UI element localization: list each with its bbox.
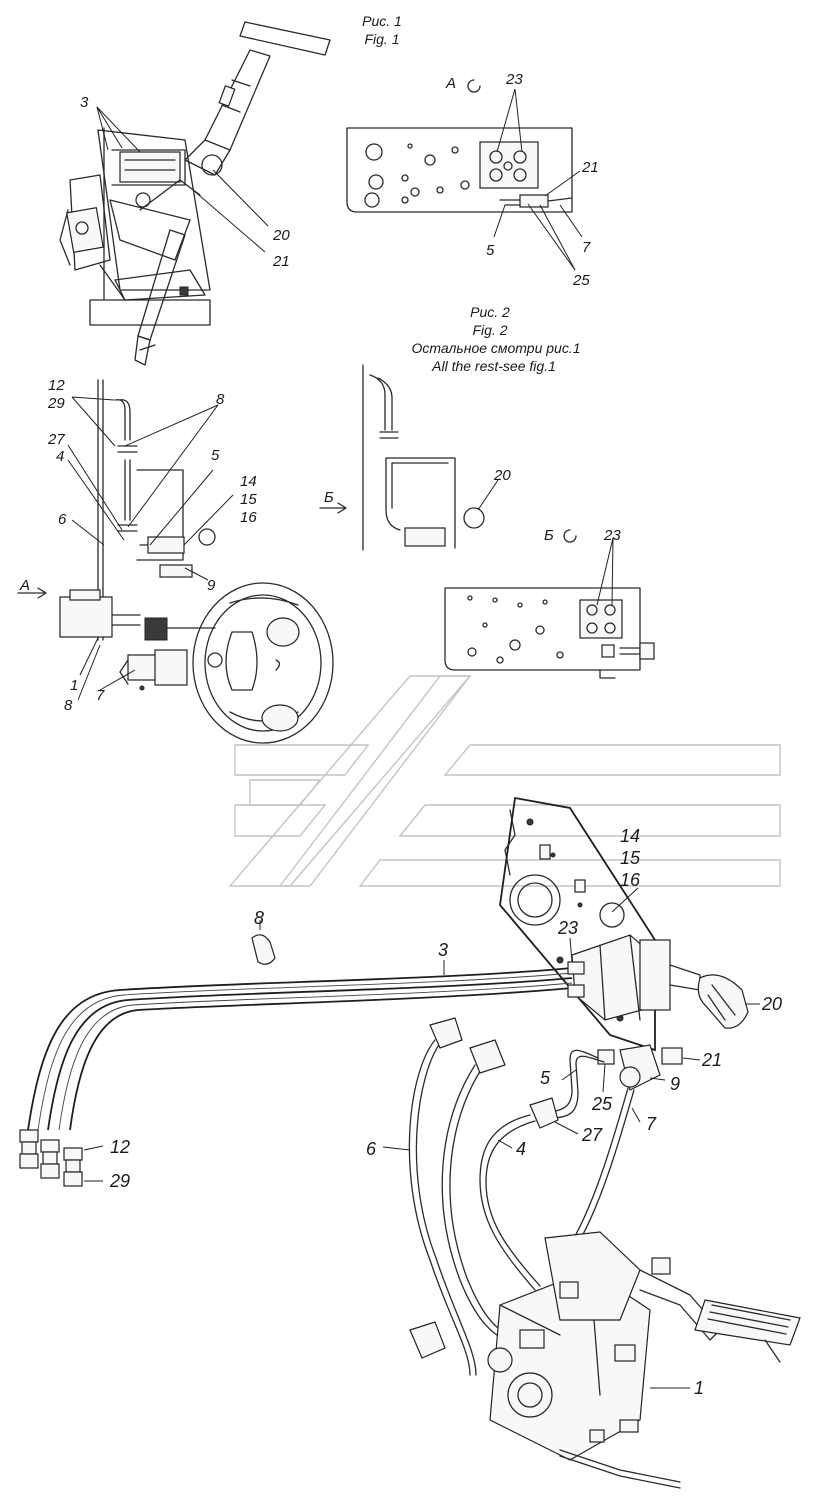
fig2-caption-ru: Рис. 2: [470, 304, 510, 320]
callout-7: 7: [646, 1114, 657, 1134]
callout-14: 14: [620, 826, 640, 846]
callout-27: 27: [47, 431, 65, 448]
main-callout-leaders: [83, 887, 760, 1389]
callout-27: 27: [581, 1125, 603, 1145]
view-a-panel: [346, 127, 573, 213]
callout-15: 15: [240, 491, 257, 508]
callout-16: 16: [620, 870, 641, 890]
callout-23: 23: [505, 71, 523, 88]
main-callouts: 14 15 16 8 3 23 20 21 5 9 25 7 6 4 27 12…: [109, 826, 782, 1398]
callout-25: 25: [591, 1094, 613, 1114]
fig2-side-callouts: 20 23: [493, 467, 621, 544]
fig2-side-view: [362, 364, 485, 551]
callout-7: 7: [96, 687, 105, 704]
callout-25: 25: [572, 272, 590, 289]
callout-21: 21: [701, 1050, 722, 1070]
callout-4: 4: [516, 1139, 526, 1159]
fig2-callouts: 12 29 8 27 4 5 14 15 16 6 9 1 7 8: [47, 377, 257, 714]
captions: Рис. 1 Fig. 1 Рис. 2 Fig. 2 Остальное см…: [362, 13, 580, 374]
callout-14: 14: [240, 473, 257, 490]
callout-1: 1: [70, 677, 78, 694]
callout-4: 4: [56, 448, 64, 465]
callout-9: 9: [670, 1074, 680, 1094]
fig2-note-ru: Остальное смотри рис.1: [411, 340, 580, 356]
callout-20: 20: [272, 227, 290, 244]
callout-5: 5: [540, 1068, 551, 1088]
callout-23: 23: [603, 527, 621, 544]
callout-12: 12: [110, 1137, 130, 1157]
callout-20: 20: [493, 467, 511, 484]
callout-8: 8: [216, 391, 225, 408]
view-a-arrow-label: А: [19, 577, 30, 594]
fig1-caption-en: Fig. 1: [364, 31, 399, 47]
callout-3: 3: [80, 94, 89, 111]
fig2-installation-plan: [59, 379, 334, 744]
callout-16: 16: [240, 509, 257, 526]
view-b-callout-leaders: [596, 537, 614, 606]
kamaz-watermark-logo: [228, 675, 781, 887]
main-exploded-assembly: [19, 796, 801, 1489]
fig2-side-callout-leaders: [477, 479, 499, 511]
callout-5: 5: [211, 447, 220, 464]
view-b-direction-arrow: [319, 502, 347, 514]
callout-21: 21: [272, 253, 290, 270]
fig2-callout-leaders: [67, 396, 234, 701]
view-a-arrow-mark: [467, 79, 481, 93]
callout-7: 7: [582, 239, 591, 256]
view-b-arrow-label: Б: [324, 489, 334, 506]
view-b-arrow-mark: [563, 529, 577, 543]
callout-6: 6: [366, 1139, 377, 1159]
callout-9: 9: [207, 577, 216, 594]
fig1-steering-column-view: [59, 21, 331, 366]
view-marks: А А Б Б: [19, 75, 554, 594]
view-a-direction-arrow: [17, 587, 47, 599]
callout-6: 6: [58, 511, 67, 528]
view-a-callouts: 23 21 5 7 25: [486, 71, 599, 289]
callout-8: 8: [64, 697, 73, 714]
callout-8: 8: [254, 908, 264, 928]
fig1-callout-leaders: [96, 106, 269, 253]
callout-29: 29: [47, 395, 65, 412]
view-a-mark: А: [445, 75, 456, 92]
view-b-panel: [444, 587, 655, 679]
callout-20: 20: [761, 994, 782, 1014]
callout-29: 29: [109, 1171, 130, 1191]
callout-21: 21: [581, 159, 599, 176]
callout-1: 1: [694, 1378, 704, 1398]
callout-12: 12: [48, 377, 65, 394]
callout-5: 5: [486, 242, 495, 259]
view-a-callout-leaders: [493, 88, 583, 271]
callout-3: 3: [438, 940, 448, 960]
fig1-callouts: 3 20 21: [80, 94, 290, 270]
view-b-mark: Б: [544, 527, 554, 544]
callout-23: 23: [557, 918, 578, 938]
callout-15: 15: [620, 848, 641, 868]
fig2-note-en: All the rest-see fig.1: [431, 358, 556, 374]
fig2-caption-en: Fig. 2: [472, 322, 507, 338]
fig1-caption-ru: Рис. 1: [362, 13, 402, 29]
